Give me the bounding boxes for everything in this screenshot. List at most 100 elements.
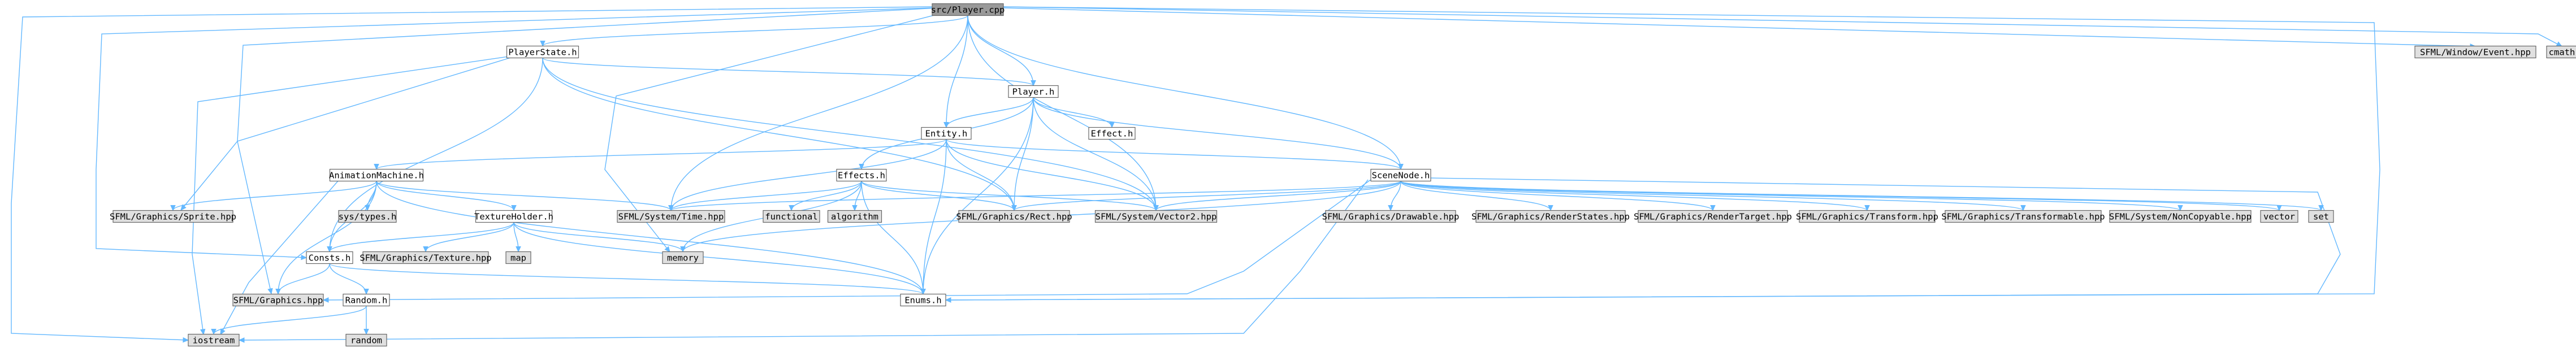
edge-textureholder_h-to-memory xyxy=(513,222,683,252)
edge-textureholder_h-to-texture_hpp xyxy=(425,222,514,252)
edge-arrowhead xyxy=(1109,122,1115,128)
node-label: Player.h xyxy=(1012,87,1055,97)
node-label: random xyxy=(350,336,382,346)
edge-arrowhead xyxy=(183,337,189,343)
node-label: map xyxy=(510,253,526,263)
node-label: PlayerState.h xyxy=(508,47,577,58)
node-root[interactable]: src/Player.cpp xyxy=(931,3,1005,16)
node-box xyxy=(1088,127,1136,140)
node-consts-h[interactable]: Consts.h xyxy=(306,251,353,264)
node-algorithm: algorithm xyxy=(827,210,882,223)
node-label: cmath xyxy=(2549,47,2575,58)
node-box xyxy=(329,168,424,182)
node-label: SFML/Graphics/RenderStates.hpp xyxy=(1471,212,1630,222)
node-label: functional xyxy=(765,212,817,222)
node-label: SFML/Graphics/RenderTarget.hpp xyxy=(1634,212,1792,222)
edge-player_h-to-enums_h xyxy=(923,97,1034,294)
node-box xyxy=(112,210,233,223)
edge-root-to-cmath xyxy=(1003,6,2562,47)
node-player-h[interactable]: Player.h xyxy=(1008,85,1059,98)
edge-animationmachine_h-to-sprite_hpp xyxy=(172,181,377,211)
node-label: SFML/Graphics/Rect.hpp xyxy=(956,212,1072,222)
edge-arrowhead xyxy=(1710,205,1716,211)
node-label: SFML/Graphics/Sprite.hpp xyxy=(110,212,236,222)
edge-scenenode_h-to-time_hpp xyxy=(670,180,1401,211)
node-box xyxy=(188,333,240,347)
node-effect-h[interactable]: Effect.h xyxy=(1088,127,1136,140)
node-box xyxy=(2260,210,2298,223)
node-rendertarget-hpp: SFML/Graphics/RenderTarget.hpp xyxy=(1634,210,1792,223)
node-cmath: cmath xyxy=(2546,45,2576,59)
edge-textureholder_h-to-consts_h xyxy=(329,222,514,252)
node-playerstate-h[interactable]: PlayerState.h xyxy=(506,45,579,59)
edge-arrowhead xyxy=(1864,205,1870,211)
node-box xyxy=(1945,210,2102,223)
node-label: Entity.h xyxy=(925,129,968,139)
node-effects-h[interactable]: Effects.h xyxy=(836,168,887,182)
edge-arrowhead xyxy=(327,246,332,253)
node-animationmachine-h[interactable]: AnimationMachine.h xyxy=(329,168,424,182)
node-scenenode-h[interactable]: SceneNode.h xyxy=(1370,168,1431,182)
node-drawable-hpp: SFML/Graphics/Drawable.hpp xyxy=(1322,210,1459,223)
edge-scenenode_h-to-rect_hpp xyxy=(1014,180,1401,211)
node-label: sys/types.h xyxy=(339,212,397,222)
edge-arrowhead xyxy=(1153,205,1159,211)
node-sprite-hpp: SFML/Graphics/Sprite.hpp xyxy=(110,210,236,223)
edge-textureholder_h-to-enums_h xyxy=(513,222,924,294)
node-box xyxy=(1325,210,1456,223)
node-enums-h[interactable]: Enums.h xyxy=(900,293,946,307)
node-label: SFML/Graphics.hpp xyxy=(233,295,323,306)
edge-entity_h-to-rect_hpp xyxy=(946,139,1015,211)
edge-arrowhead xyxy=(540,41,545,47)
node-box xyxy=(900,293,946,307)
node-rect-hpp: SFML/Graphics/Rect.hpp xyxy=(956,210,1072,223)
edge-consts_h-to-graphics_hpp xyxy=(278,263,330,294)
node-label: TextureHolder.h xyxy=(474,212,553,222)
node-box xyxy=(958,210,1070,223)
node-entity-h[interactable]: Entity.h xyxy=(921,127,972,140)
edge-root-to-event_hpp xyxy=(1003,7,2476,47)
edge-arrowhead xyxy=(423,246,428,253)
edge-consts_h-to-enums_h xyxy=(329,263,924,295)
node-textureholder-h[interactable]: TextureHolder.h xyxy=(474,210,553,223)
node-label: Random.h xyxy=(345,295,388,306)
edge-root-to-player_h xyxy=(967,15,1034,86)
node-box xyxy=(2546,45,2576,59)
node-time-hpp: SFML/System/Time.hpp xyxy=(617,210,725,223)
node-box xyxy=(1638,210,1788,223)
node-box xyxy=(306,251,353,264)
nodes-layer: src/Player.cppPlayerState.hPlayer.hEntit… xyxy=(110,3,2576,347)
edge-animationmachine_h-to-textureholder_h xyxy=(376,181,514,211)
edge-arrowhead xyxy=(859,164,864,170)
edge-arrowhead xyxy=(789,205,794,211)
edge-effects_h-to-vector2_hpp xyxy=(861,180,1157,211)
node-box xyxy=(2414,45,2536,59)
edge-arrowhead xyxy=(238,337,245,343)
edge-animationmachine_h-to-enums_h xyxy=(376,181,924,294)
node-map: map xyxy=(505,251,531,264)
edge-arrowhead xyxy=(267,288,273,295)
edge-scenenode_h-to-enums_h xyxy=(945,177,2341,301)
node-graphics-hpp: SFML/Graphics.hpp xyxy=(232,293,324,307)
node-systypes-h: sys/types.h xyxy=(338,210,397,223)
node-noncopyable-hpp: SFML/System/NonCopyable.hpp xyxy=(2109,210,2252,223)
edge-random_h-to-iostream xyxy=(213,306,367,334)
node-box xyxy=(232,293,324,307)
node-box xyxy=(505,251,531,264)
edge-player_h-to-vector2_hpp xyxy=(1033,97,1157,211)
node-box xyxy=(338,210,397,223)
edge-entity_h-to-time_hpp xyxy=(670,139,947,211)
node-transformable-hpp: SFML/Graphics/Transformable.hpp xyxy=(1941,210,2105,223)
node-label: SFML/Graphics/Transformable.hpp xyxy=(1941,212,2105,222)
node-box xyxy=(2308,210,2334,223)
edge-scenenode_h-to-transformable_hpp xyxy=(1400,180,2024,211)
node-transform-hpp: SFML/Graphics/Transform.hpp xyxy=(1796,210,1938,223)
edge-root-to-entity_h xyxy=(946,15,968,128)
node-set: set xyxy=(2308,210,2334,223)
node-renderstates-hpp: SFML/Graphics/RenderStates.hpp xyxy=(1471,210,1630,223)
edge-root-to-time_hpp xyxy=(670,15,968,211)
node-random-h[interactable]: Random.h xyxy=(343,293,390,307)
edge-arrowhead xyxy=(211,329,217,335)
node-box xyxy=(1475,210,1626,223)
edge-arrowhead xyxy=(664,246,670,253)
